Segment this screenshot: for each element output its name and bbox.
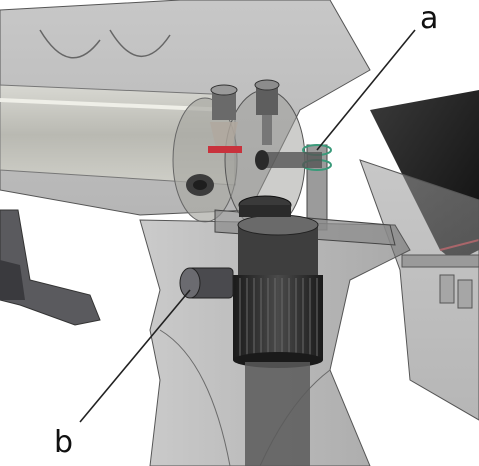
housing-scallops <box>39 29 171 59</box>
left-trigger-face <box>0 260 25 300</box>
top-screw-left <box>208 84 242 153</box>
knurled-nut <box>233 275 323 360</box>
horizontal-rod <box>255 150 322 170</box>
screw-b <box>179 267 234 299</box>
right-frame-pin-1 <box>439 274 455 304</box>
top-washer-body <box>239 205 291 217</box>
left-trigger <box>0 209 101 326</box>
right-frame-pin-2 <box>457 279 473 309</box>
callout-label-b: b <box>54 425 74 460</box>
top-screw-right <box>254 79 280 145</box>
knurl-pattern <box>239 278 318 358</box>
side-bolt <box>186 174 214 196</box>
central-cylinder-top <box>237 214 319 236</box>
callout-label-a: a <box>420 1 439 36</box>
right-frame-slot <box>401 254 479 268</box>
leader-line-b <box>79 289 191 423</box>
lower-shaft <box>245 362 310 466</box>
leader-line-a <box>316 29 416 151</box>
